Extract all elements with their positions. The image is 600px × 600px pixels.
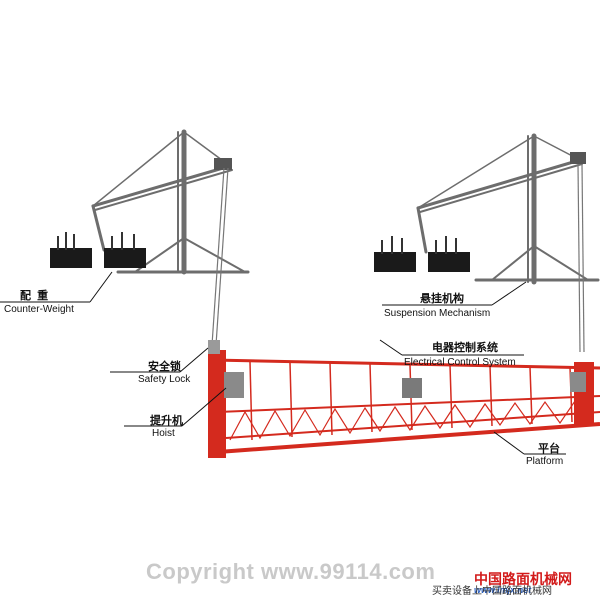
site-tagline: 买卖设备上中国路面机械网 [432, 586, 552, 597]
counterweight-label-cn: 配 重 [20, 290, 49, 302]
platform-label-en: Platform [526, 456, 564, 467]
site-logo-url: www.lmjx.net [474, 585, 532, 595]
hoist-label-cn: 提升机 [150, 415, 183, 427]
left-counterweight-blocks [50, 232, 146, 268]
suspension-label-cn: 悬挂机构 [420, 293, 464, 305]
copyright-watermark: Copyright www.99114.com [146, 559, 436, 584]
hoist-label-en: Hoist [152, 428, 175, 439]
safety-lock-label-cn: 安全锁 [148, 361, 181, 373]
electrical-control-box [402, 378, 422, 398]
suspension-label-en: Suspension Mechanism [384, 308, 491, 319]
wire-ropes [211, 163, 585, 353]
safety-lock-label-en: Safety Lock [138, 374, 191, 385]
electrical-label-en: Electrical Control System [404, 357, 516, 368]
platform-end-right [574, 362, 594, 426]
leader-lines [0, 271, 566, 455]
platform-label-cn: 平台 [538, 443, 560, 455]
counterweight-label-en: Counter-Weight [4, 304, 74, 315]
right-suspension-frame [416, 133, 600, 285]
electrical-label-cn: 电器控制系统 [432, 342, 498, 354]
safety-lock-unit [208, 340, 220, 354]
site-logo-text: 中国路面机械网 [474, 571, 572, 587]
right-counterweight-blocks [374, 236, 470, 272]
platform-end-left [208, 350, 226, 458]
right-hoist-unit [570, 372, 586, 392]
left-suspension-frame [91, 129, 250, 275]
hoist-unit [224, 372, 244, 398]
